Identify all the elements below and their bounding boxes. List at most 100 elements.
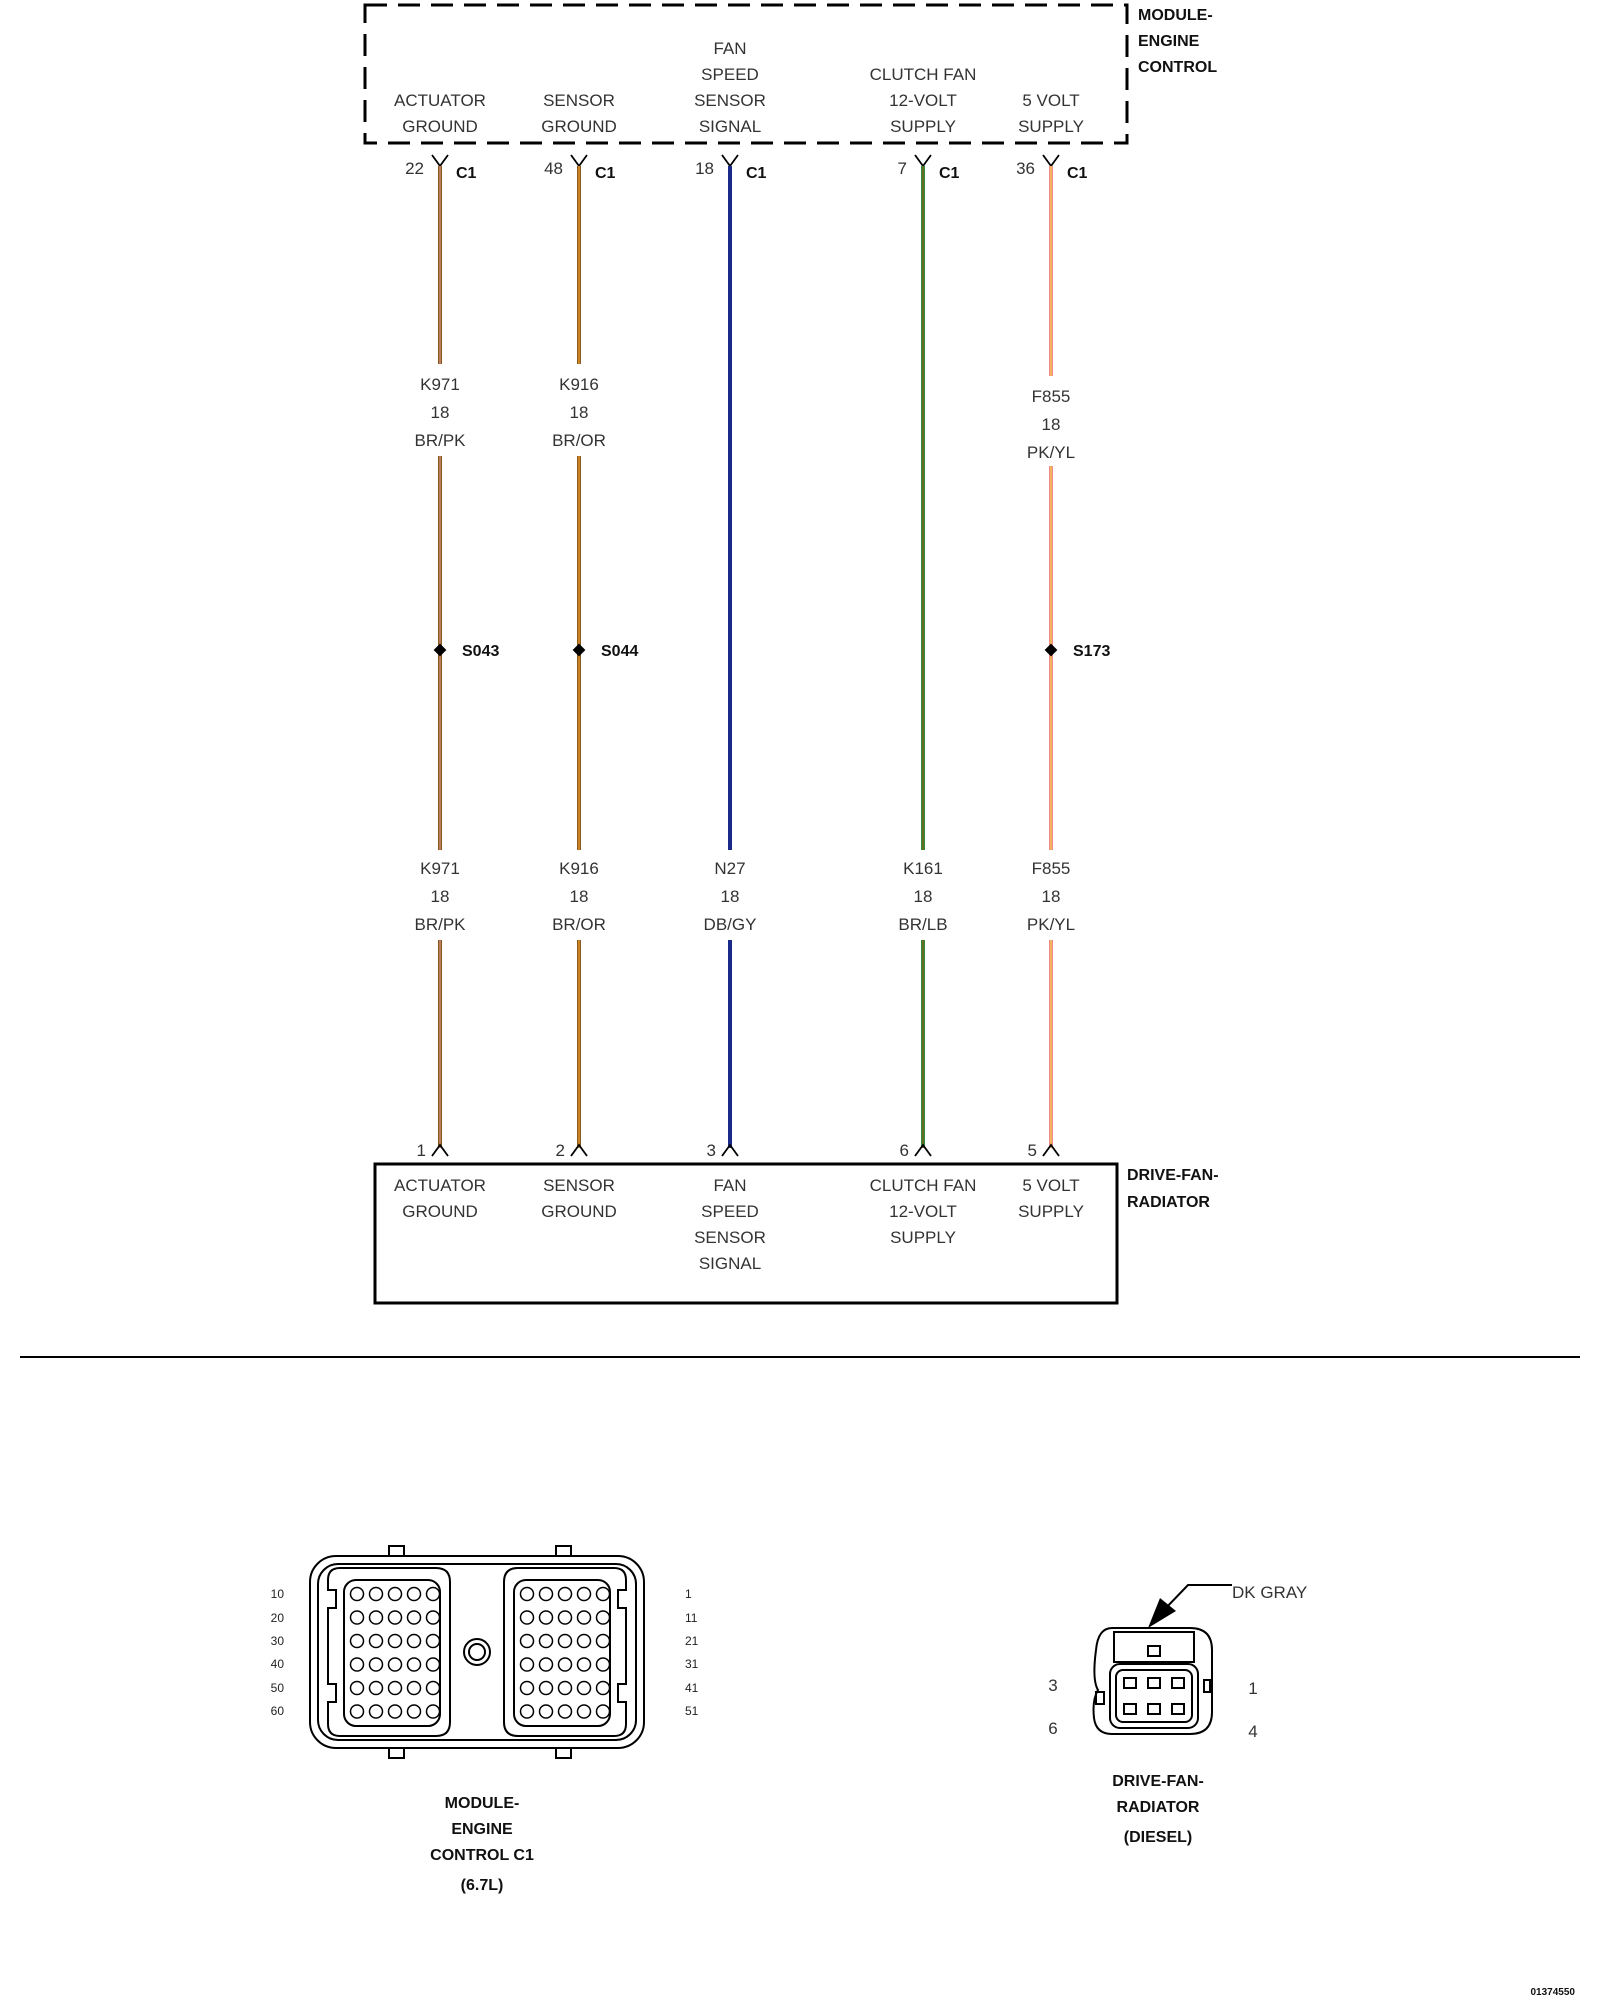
fan-conn-pin-1: 1 — [1248, 1679, 1257, 1698]
ecm-pin-36: 36 — [1016, 159, 1035, 178]
figure-id: 01374550 — [1531, 1987, 1576, 1998]
ecm-conn-tab-bottom-right — [555, 1747, 572, 1759]
lower-wire-labels: K971 18 BR/PK K916 18 BR/OR N27 18 DB/GY… — [414, 859, 1075, 934]
splice-s173-label: S173 — [1073, 643, 1110, 660]
ecm-left-cavity — [406, 1704, 422, 1719]
fan-cavity-5 — [1147, 1703, 1161, 1715]
fan-label-fanspeed-4: SIGNAL — [699, 1254, 761, 1273]
fan-terminal-marks — [431, 1143, 1060, 1157]
ecm-right-cavity — [595, 1680, 611, 1696]
ecm-conn-left-insert — [343, 1579, 441, 1727]
fan-pin-5: 5 — [1028, 1141, 1037, 1160]
ecm-conn-right-insert — [513, 1579, 611, 1727]
ecm-right-cavity — [595, 1657, 611, 1672]
ecm-left-cavity — [425, 1610, 441, 1625]
ecm-name-2: ENGINE — [1138, 33, 1200, 50]
ecm-right-cavity — [595, 1704, 611, 1719]
ecm-right-cavity — [595, 1586, 611, 1602]
ecm-row-labels: 10 20 30 40 50 60 1 11 21 31 41 51 — [271, 1587, 699, 1718]
splice-s043-dot — [433, 643, 447, 657]
fan-cavity-3 — [1123, 1677, 1137, 1689]
ecm-pin-18: 18 — [695, 159, 714, 178]
ecm-connector-c1-b: C1 — [595, 165, 616, 182]
k971-lower-gauge: 18 — [431, 887, 450, 906]
ecm-label-actuator-2: GROUND — [402, 117, 478, 136]
ecm-right-cavity — [519, 1657, 535, 1672]
fan-conn-face-inner — [1115, 1669, 1193, 1723]
ecm-right-cavity — [519, 1633, 535, 1649]
ecm-pin-labels: ACTUATOR GROUND SENSOR GROUND FAN SPEED … — [394, 39, 1084, 136]
fan-pin-2: 2 — [556, 1141, 565, 1160]
ecm-left-cavity — [349, 1610, 365, 1625]
ecm-right-cavity — [595, 1610, 611, 1625]
ecm-conn-tab-top-right — [555, 1545, 572, 1557]
ecm-name-3: CONTROL — [1138, 59, 1217, 76]
ecm-left-cavity — [425, 1586, 441, 1602]
fan-conn-side-key-right — [1203, 1679, 1211, 1693]
k916-upper-gauge: 18 — [570, 403, 589, 422]
ecm-right-cavity — [519, 1610, 535, 1625]
fan-label-5v-2: SUPPLY — [1018, 1202, 1084, 1221]
f855-lower-gauge: 18 — [1042, 887, 1061, 906]
k971-upper-id: K971 — [420, 375, 460, 394]
ecm-right-cavity — [557, 1657, 573, 1672]
k916-lower-gauge: 18 — [570, 887, 589, 906]
ecm-label-5v-2: SUPPLY — [1018, 117, 1084, 136]
ecm-right-cavity — [557, 1680, 573, 1696]
ecm-row-10: 10 — [271, 1587, 285, 1601]
ecm-label-fanspeed-4: SIGNAL — [699, 117, 761, 136]
ecm-left-cavity — [406, 1610, 422, 1625]
ecm-label-sensor-1: SENSOR — [543, 91, 615, 110]
ecm-row-41: 41 — [685, 1681, 699, 1695]
ecm-left-cavity — [387, 1704, 403, 1719]
ecm-right-cavity — [595, 1633, 611, 1649]
ecm-row-51: 51 — [685, 1704, 699, 1718]
ecm-pin-48: 48 — [544, 159, 563, 178]
ecm-connector-c1-e: C1 — [1067, 165, 1088, 182]
k916-lower-id: K916 — [559, 859, 599, 878]
ecm-row-20: 20 — [271, 1611, 285, 1625]
ecm-right-cavity — [576, 1610, 592, 1625]
fan-conn-latch-nub — [1147, 1645, 1161, 1657]
ecm-cavity-grid-left — [349, 1586, 441, 1719]
fan-terminal-1 — [431, 1143, 449, 1157]
ecm-left-cavity — [387, 1586, 403, 1602]
fan-conn-side-key-left — [1095, 1691, 1105, 1705]
fan-conn-pin-6: 6 — [1048, 1719, 1057, 1738]
ecm-right-cavity — [557, 1704, 573, 1719]
fan-pin-1: 1 — [417, 1141, 426, 1160]
ecm-conn-body-outer — [309, 1555, 645, 1749]
ecm-terminal-36 — [1042, 154, 1060, 168]
ecm-left-cavity — [425, 1704, 441, 1719]
k916-upper-color: BR/OR — [552, 431, 606, 450]
fan-conn-pin-3: 3 — [1048, 1676, 1057, 1695]
k161-lower-id: K161 — [903, 859, 943, 878]
ecm-left-cavity — [406, 1633, 422, 1649]
ecm-row-1: 1 — [685, 1587, 692, 1601]
fan-pin-labels: ACTUATOR GROUND SENSOR GROUND FAN SPEED … — [394, 1176, 1084, 1273]
fan-component-box — [373, 1162, 1119, 1305]
ecm-left-cavity — [368, 1633, 384, 1649]
ecm-pin-numbers: 22 48 18 7 36 C1 C1 C1 C1 C1 — [405, 159, 1087, 182]
fan-label-actuator-2: GROUND — [402, 1202, 478, 1221]
fan-label-sensor-1: SENSOR — [543, 1176, 615, 1195]
fan-connector-view — [1092, 1584, 1232, 1735]
fan-conn-leader-arrow — [1148, 1598, 1176, 1628]
ecm-row-21: 21 — [685, 1634, 699, 1648]
ecm-right-cavity — [557, 1586, 573, 1602]
fan-connector-caption: DRIVE-FAN- RADIATOR (DIESEL) — [1112, 1773, 1204, 1846]
n27-lower-gauge: 18 — [721, 887, 740, 906]
ecm-left-cavity — [368, 1657, 384, 1672]
f855-lower-id: F855 — [1032, 859, 1071, 878]
fan-pin-numbers: 1 2 3 6 5 — [417, 1141, 1037, 1160]
fan-conn-pin-4: 4 — [1248, 1722, 1257, 1741]
fan-label-actuator-1: ACTUATOR — [394, 1176, 486, 1195]
ecm-label-clutch-3: SUPPLY — [890, 117, 956, 136]
ecm-right-cavity — [538, 1704, 554, 1719]
splices: S043 S044 S173 — [433, 643, 1110, 660]
ecm-row-31: 31 — [685, 1657, 699, 1671]
ecm-conn-left-cavity — [327, 1567, 451, 1737]
fan-label-fanspeed-1: FAN — [713, 1176, 746, 1195]
ecm-left-cavity — [387, 1610, 403, 1625]
